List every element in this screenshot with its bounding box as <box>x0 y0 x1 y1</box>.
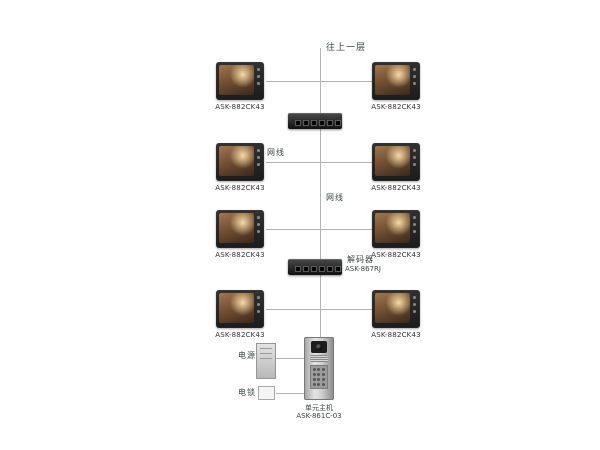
monitor-label: ASK-882CK43 <box>371 331 421 339</box>
upstairs-label: 往上一层 <box>326 43 367 53</box>
monitor-frame <box>372 210 420 248</box>
monitor-label: ASK-882CK43 <box>371 103 421 111</box>
connector-line <box>266 309 372 310</box>
power-cable-line <box>276 358 304 359</box>
lock-label: 电锁 <box>238 388 256 397</box>
decoder-model-label: ASK-867RJ <box>345 265 381 273</box>
monitor-buttons-icon <box>413 68 417 85</box>
monitor-frame <box>372 143 420 181</box>
monitor-frame <box>372 290 420 328</box>
monitor-frame <box>216 290 264 328</box>
camera-icon <box>311 341 327 353</box>
network-switch <box>288 113 342 129</box>
power-label: 电源 <box>238 351 256 360</box>
monitor-screen <box>375 293 410 323</box>
monitor-frame <box>372 62 420 100</box>
monitor-buttons-icon <box>413 296 417 313</box>
connector-line <box>266 162 372 163</box>
intercom-monitor: ASK-882CK43 <box>371 143 421 192</box>
monitor-label: ASK-882CK43 <box>215 103 265 111</box>
switch-ports-icon <box>295 266 341 272</box>
trunk-line <box>320 48 321 338</box>
monitor-buttons-icon <box>257 216 261 233</box>
intercom-monitor: ASK-882CK43 <box>215 210 265 259</box>
monitor-frame <box>216 210 264 248</box>
monitor-screen <box>219 213 254 243</box>
decoder-label: 解码器 <box>347 255 374 264</box>
intercom-monitor: ASK-882CK43 <box>215 290 265 339</box>
monitor-label: ASK-882CK43 <box>371 184 421 192</box>
intercom-monitor: ASK-882CK43 <box>371 290 421 339</box>
door-station <box>304 337 334 400</box>
monitor-screen <box>375 213 410 243</box>
network-cable-label-2: 网线 <box>326 193 344 202</box>
lock-cable-line <box>276 393 304 394</box>
monitor-screen <box>219 293 254 323</box>
monitor-buttons-icon <box>257 296 261 313</box>
intercom-monitor: ASK-882CK43 <box>371 62 421 111</box>
keypad-icon <box>310 365 328 389</box>
intercom-monitor: ASK-882CK43 <box>371 210 421 259</box>
connector-line <box>266 81 372 82</box>
connector-line <box>266 229 372 230</box>
door-station-label: 单元主机 <box>305 404 333 412</box>
monitor-screen <box>219 65 254 95</box>
intercom-monitor: ASK-882CK43 <box>215 62 265 111</box>
monitor-label: ASK-882CK43 <box>215 184 265 192</box>
monitor-buttons-icon <box>257 149 261 166</box>
monitor-screen <box>375 146 410 176</box>
monitor-frame <box>216 143 264 181</box>
network-cable-label-1: 网线 <box>267 148 285 157</box>
monitor-label: ASK-882CK43 <box>215 331 265 339</box>
monitor-screen <box>219 146 254 176</box>
switch-ports-icon <box>295 120 341 126</box>
power-supply-box <box>256 343 276 379</box>
monitor-buttons-icon <box>413 149 417 166</box>
monitor-screen <box>375 65 410 95</box>
door-station-model-label: ASK-861C-03 <box>296 412 342 420</box>
monitor-buttons-icon <box>257 68 261 85</box>
monitor-frame <box>216 62 264 100</box>
speaker-grille-icon <box>310 355 328 362</box>
monitor-buttons-icon <box>413 216 417 233</box>
monitor-label: ASK-882CK43 <box>215 251 265 259</box>
intercom-monitor: ASK-882CK43 <box>215 143 265 192</box>
monitor-label: ASK-882CK43 <box>371 251 421 259</box>
electric-lock-box <box>258 386 275 400</box>
decoder-unit <box>288 259 342 275</box>
